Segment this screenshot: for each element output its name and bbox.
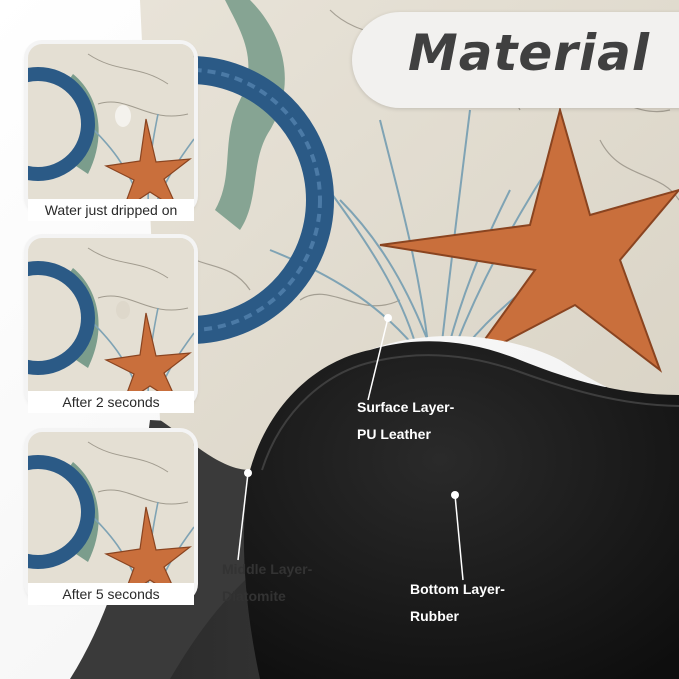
thumbnail-after-2-seconds — [28, 238, 194, 404]
caption-water-dripped: Water just dripped on — [28, 199, 194, 221]
leader-lines — [237, 314, 464, 581]
label-middle-line2: Diatomite — [222, 588, 286, 604]
label-surface-line1: Surface Layer- — [357, 399, 455, 415]
label-middle-layer: Middle Layer- Diatomite — [222, 556, 312, 610]
label-surface-line2: PU Leather — [357, 426, 431, 442]
caption-after-2-seconds: After 2 seconds — [28, 391, 194, 413]
thumbnail-after-5-seconds — [28, 432, 194, 598]
label-bottom-line2: Rubber — [410, 608, 459, 624]
caption-after-5-seconds: After 5 seconds — [28, 583, 194, 605]
thumbnail-frame — [28, 432, 194, 598]
blue-ring-texture — [140, 68, 322, 332]
page-title: Material — [408, 24, 650, 82]
label-middle-line1: Middle Layer- — [222, 561, 313, 577]
thumbnail-water-dripped — [28, 44, 194, 210]
thumbnail-swatch — [28, 238, 194, 404]
mat-rubber-back — [243, 341, 679, 679]
label-surface-layer: Surface Layer- PU Leather — [357, 394, 454, 448]
thumbnail-swatch — [28, 432, 194, 598]
title-banner — [352, 12, 679, 108]
mat-edge-highlight — [261, 354, 679, 471]
thumbnail-swatch — [28, 44, 194, 210]
thumbnail-frame — [28, 238, 194, 404]
label-bottom-layer: Bottom Layer- Rubber — [410, 576, 505, 630]
thumbnail-frame — [28, 44, 194, 210]
starfish — [379, 106, 679, 373]
label-bottom-line1: Bottom Layer- — [410, 581, 505, 597]
seaweed-shape — [215, 0, 285, 230]
